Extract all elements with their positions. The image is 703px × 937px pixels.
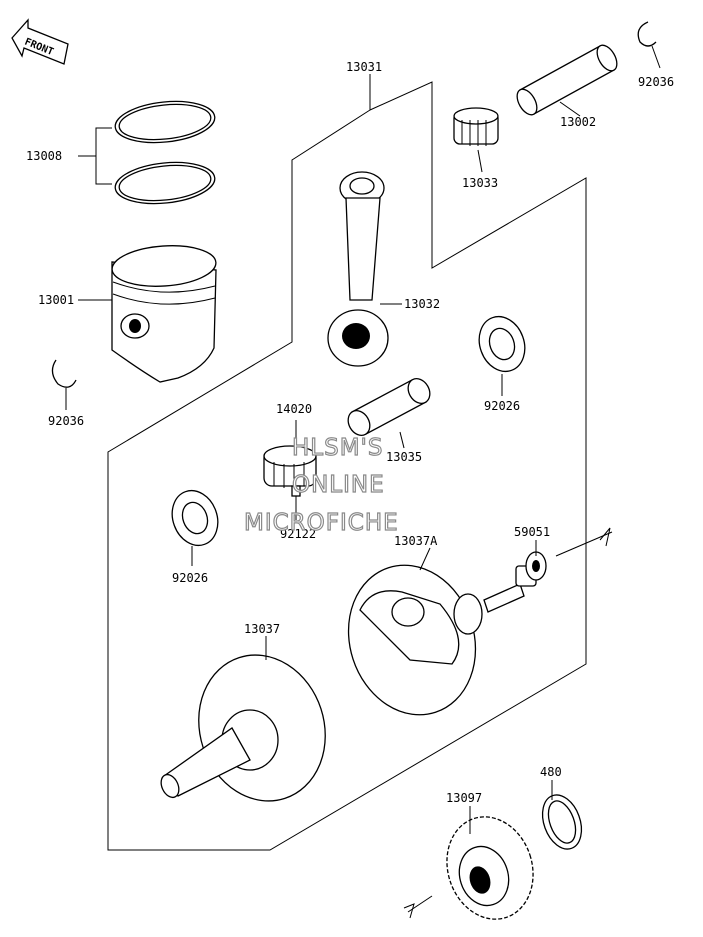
label-13097: 13097	[446, 791, 482, 805]
label-13032: 13032	[404, 297, 440, 311]
label-13002: 13002	[560, 115, 596, 129]
big-end-bearing	[263, 445, 317, 488]
label-13033: 13033	[462, 176, 498, 190]
piston	[111, 245, 217, 383]
piston-rings	[114, 100, 216, 205]
connecting-rod	[327, 171, 389, 367]
label-59051: 59051	[514, 525, 550, 539]
label-480: 480	[540, 765, 562, 779]
label-92026-left: 92026	[172, 571, 208, 585]
label-92036-top: 92036	[638, 75, 674, 89]
circlip-480	[541, 794, 583, 850]
label-13008: 13008	[26, 149, 62, 163]
label-13037: 13037	[244, 622, 280, 636]
label-13031: 13031	[346, 60, 382, 74]
flywheel-right-half	[347, 564, 537, 716]
flywheel-left-half	[160, 654, 326, 802]
label-92036-left: 92036	[48, 414, 84, 428]
watermark-line-2: ONLINE	[292, 472, 385, 498]
label-14020: 14020	[276, 402, 312, 416]
thrust-washer-left	[171, 489, 219, 547]
small-end-bearing	[453, 107, 499, 146]
primary-gear	[446, 816, 534, 920]
assembly-outline	[107, 81, 587, 851]
front-arrow-icon: FRONT	[11, 18, 69, 65]
circlip-left	[51, 359, 77, 388]
watermark-line-1: HLSM'S	[292, 435, 383, 461]
circlip-top	[637, 21, 657, 47]
label-92122: 92122	[280, 527, 316, 541]
watermark-line-3: MICROFICHE	[244, 510, 399, 536]
piston-pin	[516, 44, 618, 116]
balancer-gear	[525, 551, 547, 581]
label-92026-right: 92026	[484, 399, 520, 413]
thrust-washer-right	[478, 315, 526, 373]
label-13035: 13035	[386, 450, 422, 464]
label-13001: 13001	[38, 293, 74, 307]
crank-pin	[347, 378, 431, 436]
label-13037A: 13037A	[394, 534, 438, 548]
